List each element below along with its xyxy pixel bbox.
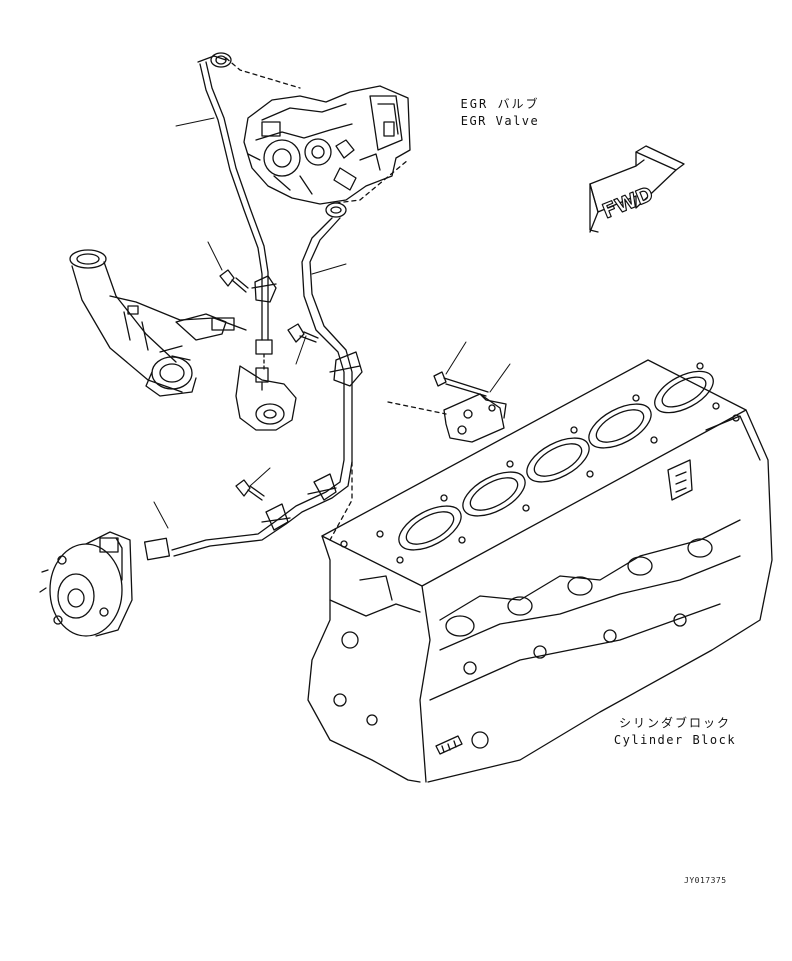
exhaust-pipe: [69, 249, 247, 397]
bolt-a: [219, 269, 249, 293]
water-pump: [39, 531, 133, 637]
fwd-arrow: FWD: [589, 145, 685, 233]
cylinder-block-label-en: Cylinder Block: [613, 733, 737, 747]
egr-valve-label-en: EGR Valve: [460, 114, 540, 128]
bolt-c: [235, 479, 265, 501]
leader-lines: [153, 117, 511, 529]
pipe-1: [197, 52, 301, 373]
egr-valve: [243, 85, 411, 205]
pipe-2: [143, 159, 409, 561]
bracket: [387, 393, 507, 443]
cylinder-block: [307, 359, 773, 783]
center-fitting: [235, 365, 297, 431]
egr-valve-label-ja: EGR バルブ: [460, 97, 540, 111]
cylinder-block-label-ja: シリンダブロック: [618, 716, 731, 730]
bolt-b: [287, 323, 319, 343]
drawing-id: JY017375: [684, 876, 727, 885]
bolt-d: [433, 371, 489, 397]
